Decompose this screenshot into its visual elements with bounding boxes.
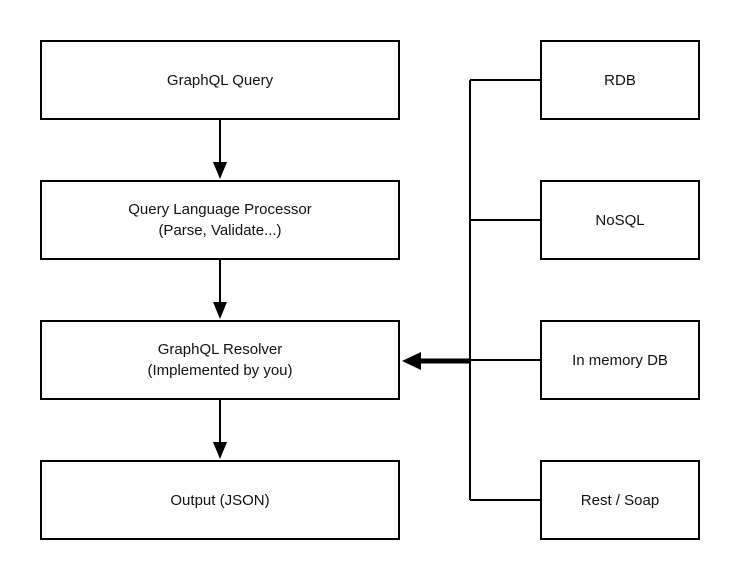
node-in-memory-db: In memory DB xyxy=(540,320,700,400)
node-rdb: RDB xyxy=(540,40,700,120)
node-output-json: Output (JSON) xyxy=(40,460,400,540)
arrow-sources-to-resolver xyxy=(402,352,470,370)
node-sublabel: (Parse, Validate...) xyxy=(158,222,282,239)
node-label: Rest / Soap xyxy=(580,491,660,509)
node-label: GraphQL Query xyxy=(166,71,274,89)
node-query-language-processor: Query Language Processor (Parse, Validat… xyxy=(40,180,400,260)
arrow-processor-to-resolver xyxy=(213,260,227,319)
node-graphql-query: GraphQL Query xyxy=(40,40,400,120)
node-label: RDB xyxy=(604,71,636,89)
node-rest-soap: Rest / Soap xyxy=(540,460,700,540)
node-nosql: NoSQL xyxy=(540,180,700,260)
node-label: GraphQL Resolver xyxy=(157,341,283,358)
node-sublabel: (Implemented by you) xyxy=(147,362,293,379)
node-label: NoSQL xyxy=(595,211,645,229)
node-label: In memory DB xyxy=(572,351,668,369)
arrow-resolver-to-output xyxy=(213,400,227,459)
node-label: Output (JSON) xyxy=(170,491,270,509)
arrow-query-to-processor xyxy=(213,120,227,179)
datasource-trunk-line xyxy=(469,79,540,501)
node-graphql-resolver: GraphQL Resolver (Implemented by you) xyxy=(40,320,400,400)
node-label: Query Language Processor xyxy=(128,201,312,218)
